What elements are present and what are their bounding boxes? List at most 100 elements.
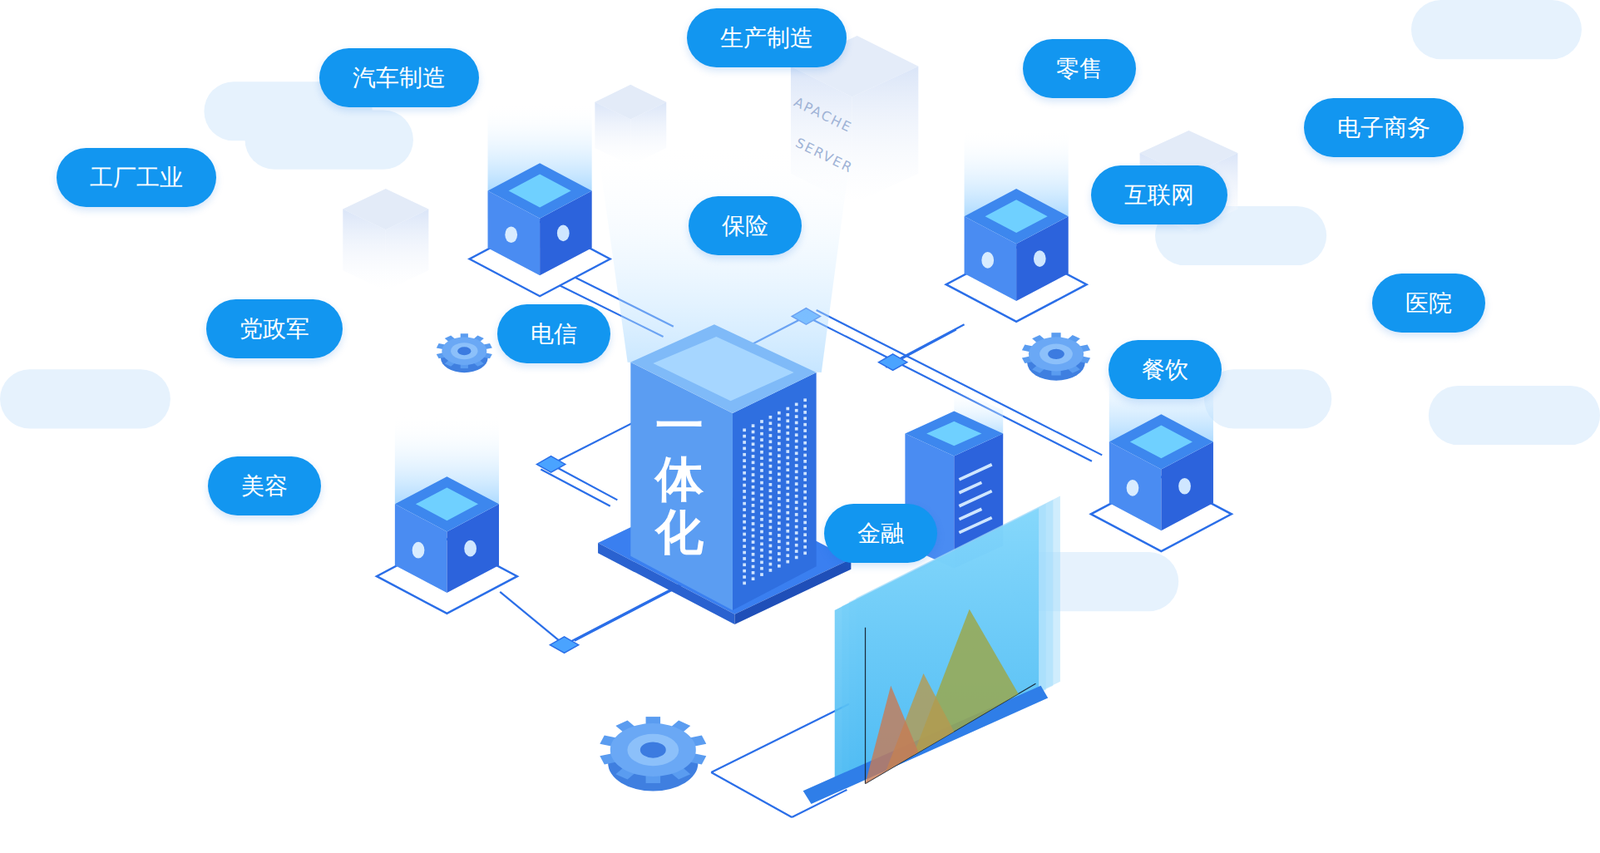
wire-junction	[878, 354, 907, 371]
server-vent	[803, 398, 807, 402]
server-vent	[795, 445, 799, 450]
server-line	[958, 508, 982, 519]
node-label: 生产制造	[720, 24, 814, 52]
server-vent	[795, 476, 799, 480]
server-vent	[795, 549, 799, 554]
server-vent	[785, 468, 790, 472]
server-vent	[760, 567, 764, 571]
server-vent	[751, 491, 756, 495]
server-vent	[742, 557, 746, 561]
server-vent	[751, 467, 756, 471]
server-vent	[760, 426, 764, 430]
server-vent	[760, 450, 764, 455]
industry-tag: 零售	[1022, 39, 1136, 99]
server-vent	[742, 453, 746, 457]
server-vent	[760, 523, 764, 528]
server-vent	[785, 480, 790, 484]
server-vent	[785, 542, 790, 546]
server-vent	[751, 479, 756, 484]
network-wire	[816, 310, 1103, 455]
faint-box-left	[342, 209, 386, 292]
server-vent	[777, 509, 781, 514]
server-vent	[777, 424, 781, 428]
server-vent	[803, 423, 807, 427]
server-vent	[742, 495, 746, 499]
server-vent	[803, 447, 807, 451]
server-vent	[785, 535, 790, 539]
server-vent	[795, 414, 799, 419]
server-vent	[777, 521, 781, 525]
server-vent	[803, 410, 807, 415]
server-vent	[760, 512, 764, 516]
server-vent	[777, 503, 781, 507]
industry-tag: 金融	[824, 503, 938, 563]
cube-top-face	[488, 162, 593, 218]
server-vent	[769, 495, 773, 499]
server-vent	[760, 474, 764, 479]
server-vent	[760, 572, 764, 577]
server-vent	[742, 489, 746, 494]
faint-tower-right	[852, 66, 919, 205]
server-vent	[751, 503, 756, 508]
server-line	[958, 491, 992, 507]
server-vent	[760, 419, 764, 424]
server-vent	[769, 501, 773, 505]
server-vent	[769, 421, 773, 425]
server-vent	[785, 493, 790, 497]
server-right-face	[732, 372, 817, 611]
server-vent	[803, 503, 807, 507]
server-vent	[760, 536, 764, 540]
server-vent	[742, 483, 746, 488]
industry-tag: 电子商务	[1303, 98, 1464, 158]
server-vent	[742, 428, 746, 432]
server-vent	[785, 462, 790, 466]
server-title: 一体化	[655, 400, 704, 559]
server-vent	[795, 507, 799, 511]
server-vent	[777, 539, 781, 544]
industry-tag: 医院	[1372, 273, 1486, 333]
server-vent	[760, 561, 764, 565]
server-vent	[777, 515, 781, 519]
server-vent	[785, 548, 790, 552]
server-vent	[785, 505, 790, 509]
server-vent	[795, 409, 799, 413]
server-vent	[769, 544, 773, 549]
server-vent	[751, 553, 756, 557]
cube-port	[412, 542, 425, 559]
industry-tag: 电信	[497, 304, 611, 364]
server-vent	[795, 500, 799, 504]
server-vent	[803, 429, 807, 433]
node-label: 一体化	[655, 400, 704, 559]
server-vent	[751, 460, 756, 465]
server-vent	[803, 416, 807, 420]
server-vent	[769, 452, 773, 456]
server-vent	[751, 430, 756, 435]
server-vent	[760, 493, 764, 498]
server-vent	[760, 530, 764, 534]
server-vent	[777, 552, 781, 556]
server-vent	[785, 523, 790, 528]
server-vent	[777, 435, 781, 440]
server-vent	[751, 522, 756, 526]
server-vent	[785, 407, 790, 411]
industry-tag: 党政军	[206, 299, 343, 359]
server-vent	[777, 448, 781, 452]
server-vent	[769, 526, 773, 530]
server-vent	[795, 513, 799, 517]
server-vent	[742, 508, 746, 512]
server-vent	[777, 564, 781, 568]
server-vent	[795, 458, 799, 462]
server-vent	[785, 456, 790, 460]
server-vent	[769, 477, 773, 481]
server-vent	[742, 544, 746, 549]
server-vent	[777, 466, 781, 470]
server-vent	[769, 507, 773, 511]
server-vent	[795, 421, 799, 425]
server-vent	[751, 534, 756, 539]
server-vent	[760, 518, 764, 522]
server-vent	[785, 474, 790, 479]
server-vent	[769, 488, 773, 493]
server-vent	[751, 424, 756, 428]
server-vent	[760, 469, 764, 473]
server-vent	[803, 472, 807, 476]
